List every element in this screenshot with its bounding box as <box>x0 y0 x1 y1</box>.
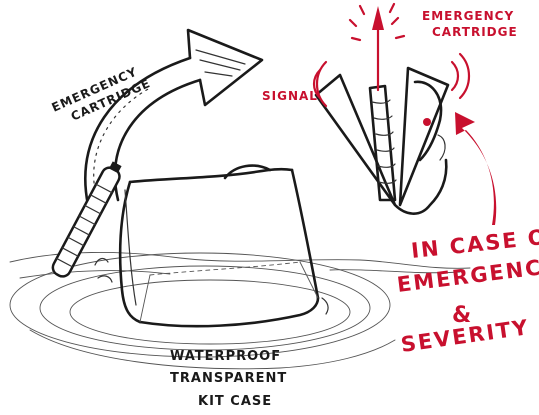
red-curved-arrow-icon <box>455 112 497 225</box>
case-label-line3: KIT CASE <box>198 394 272 409</box>
hand-with-flare-icon <box>314 66 450 215</box>
emergency-cartridge-icon <box>51 161 122 278</box>
cartridge-label-right-line2: CARTRIDGE <box>432 25 518 39</box>
waterproof-case-icon <box>94 164 329 328</box>
signal-waves-icon <box>312 52 471 108</box>
cartridge-label-right-line1: EMERGENCY <box>422 9 514 23</box>
water-ripples-icon <box>9 251 471 370</box>
flare-burst-icon <box>348 2 406 92</box>
emergency-statement: IN CASE OF EMERGENCY & SEVERITY <box>396 223 539 357</box>
cartridge-label-left: EMERGENCY CARTRIDGE <box>50 64 153 123</box>
case-label: WATERPROOF TRANSPARENT KIT CASE <box>170 349 287 409</box>
emergency-statement-line3: & <box>452 303 473 328</box>
signal-label: SIGNAL <box>262 89 318 103</box>
case-label-line2: TRANSPARENT <box>170 371 287 386</box>
cartridge-label-right: EMERGENCY CARTRIDGE <box>422 9 518 39</box>
case-label-line1: WATERPROOF <box>170 349 281 364</box>
